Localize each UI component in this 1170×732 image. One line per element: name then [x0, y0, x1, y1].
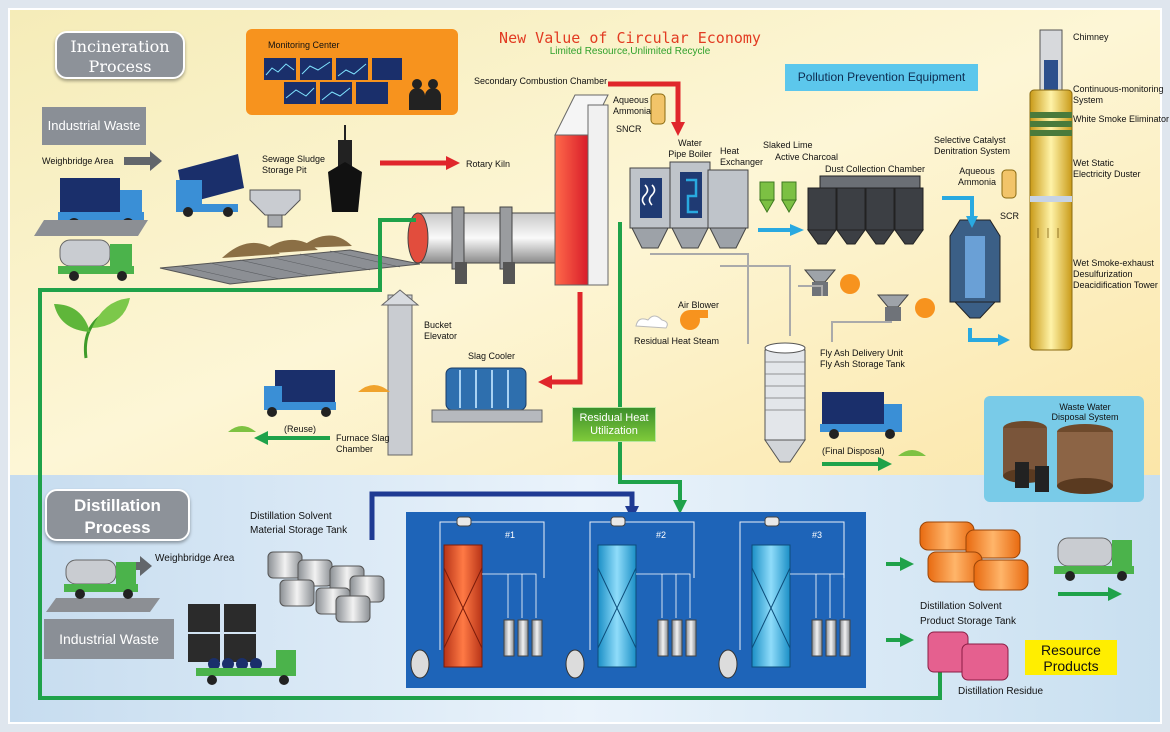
- fly-ash-2: Fly Ash Storage Tank: [820, 359, 905, 369]
- leaf-icon: [54, 298, 130, 359]
- weighbridge-label-bottom: Weighbridge Area: [155, 553, 235, 564]
- scr-label: SCR: [1000, 211, 1020, 221]
- heat-exchanger-2: Exchanger: [720, 157, 764, 167]
- material-tank-1: Distillation Solvent: [250, 511, 332, 522]
- column-1-label: #1: [505, 530, 516, 540]
- waste-water-2: Disposal System: [1051, 412, 1119, 422]
- aqueous-ammonia-sncr-2: Ammonia: [613, 106, 652, 116]
- material-tank-2: Material Storage Tank: [250, 525, 348, 536]
- monitoring-system-2: System: [1073, 95, 1104, 105]
- dust-collection-label: Dust Collection Chamber: [825, 164, 926, 174]
- white-smoke-label: White Smoke Eliminator: [1073, 114, 1170, 124]
- page-subtitle: Limited Resource,Unlimited Recycle: [549, 46, 711, 57]
- sewage-sludge-label-2: Storage Pit: [262, 165, 307, 175]
- aqueous-ammonia-scr-1: Aqueous: [959, 166, 995, 176]
- bucket-elevator-2: Elevator: [424, 331, 458, 341]
- desulf-3: Deacidification Tower: [1073, 280, 1158, 290]
- scr-system-1: Selective Catalyst: [934, 135, 1006, 145]
- residual-heat-steam-label: Residual Heat Steam: [634, 336, 720, 346]
- industrial-waste-label-top: Industrial Waste: [42, 107, 146, 145]
- column-2-label: #2: [656, 530, 667, 540]
- monitoring-center-label: Monitoring Center: [268, 40, 340, 50]
- weighbridge-label-top: Weighbridge Area: [42, 156, 114, 166]
- waste-water-1: Waste Water: [1059, 402, 1111, 412]
- monitoring-system-1: Continuous-monitoring: [1073, 84, 1164, 94]
- pollution-prevention-label: Pollution Prevention Equipment: [785, 64, 978, 91]
- bucket-elevator-1: Bucket: [424, 320, 452, 330]
- product-tank-1: Distillation Solvent: [920, 601, 1002, 612]
- aqueous-ammonia-scr-2: Ammonia: [957, 177, 996, 187]
- incineration-process-label: Incineration Process: [55, 31, 185, 79]
- resource-products-label: Resource Products: [1025, 640, 1117, 675]
- scr-system-2: Denitration System: [934, 146, 1011, 156]
- sncr-label: SNCR: [616, 124, 642, 134]
- slag-cooler-label: Slag Cooler: [468, 351, 516, 361]
- fly-ash-1: Fly Ash Delivery Unit: [820, 348, 904, 358]
- air-blower-label: Air Blower: [678, 300, 720, 310]
- distillation-process-label: Distillation Process: [45, 489, 190, 541]
- chimney-label: Chimney: [1073, 32, 1109, 42]
- furnace-slag-2: Chamber: [336, 444, 374, 454]
- desulf-2: Desulfurization: [1073, 269, 1133, 279]
- water-pipe-boiler-1: Water: [678, 138, 702, 148]
- aqueous-ammonia-sncr-1: Aqueous: [613, 95, 649, 105]
- sewage-sludge-label-1: Sewage Sludge: [262, 154, 326, 164]
- column-3-label: #3: [812, 530, 823, 540]
- reuse-label: (Reuse): [284, 424, 317, 434]
- product-tank-2: Product Storage Tank: [920, 616, 1016, 627]
- desulf-1: Wet Smoke-exhaust: [1073, 258, 1154, 268]
- water-pipe-boiler-2: Pipe Boiler: [668, 149, 712, 159]
- residual-heat-label: Residual Heat Utilization: [572, 407, 656, 442]
- industrial-waste-label-bottom: Industrial Waste: [44, 619, 174, 659]
- secondary-combustion-label: Secondary Combustion Chamber: [474, 76, 608, 86]
- heat-exchanger-1: Heat: [720, 146, 740, 156]
- slaked-lime-label: Slaked Lime: [763, 140, 813, 150]
- final-disposal-label: (Final Disposal): [822, 446, 885, 456]
- distillation-residue-label: Distillation Residue: [958, 686, 1044, 697]
- furnace-slag-1: Furnace Slag: [336, 433, 390, 443]
- rotary-kiln-label: Rotary Kiln: [466, 159, 511, 169]
- wet-static-2: Electricity Duster: [1073, 169, 1141, 179]
- page-title: New Value of Circular Economy: [499, 29, 761, 47]
- wet-static-1: Wet Static: [1073, 158, 1114, 168]
- active-charcoal-label: Active Charcoal: [775, 152, 839, 162]
